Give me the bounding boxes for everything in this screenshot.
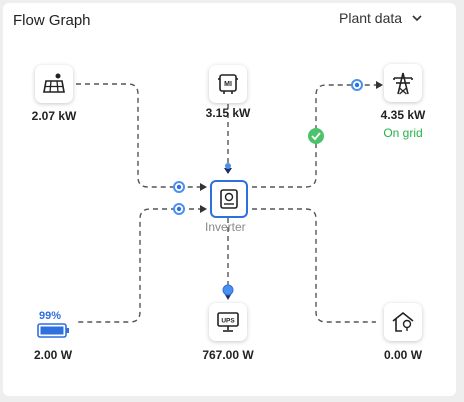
chevron-down-icon	[412, 15, 422, 22]
dropdown-label: Plant data	[339, 10, 403, 26]
page-title: Flow Graph	[13, 12, 91, 29]
check-circle-icon	[308, 128, 324, 144]
ups-node[interactable]: UPS	[209, 303, 247, 341]
grid-status: On grid	[383, 126, 423, 140]
micro-inverter-icon: MI	[218, 74, 238, 94]
grid-node[interactable]	[384, 64, 422, 102]
solar-node[interactable]	[35, 65, 73, 103]
battery-icon	[37, 323, 69, 338]
arrow-to-inverter-bottom	[200, 205, 207, 213]
grid-value: 4.35 kW	[380, 108, 426, 122]
inverter-node[interactable]	[210, 180, 248, 218]
home-value: 0.00 W	[383, 348, 423, 362]
inverter-icon	[220, 189, 238, 209]
flow-dot-ups	[222, 284, 234, 296]
home-node[interactable]	[384, 303, 422, 341]
ups-value: 767.00 W	[202, 348, 254, 362]
line-inverter-battery	[76, 208, 203, 323]
micro-inverter-node[interactable]: MI	[209, 65, 247, 103]
home-load-icon	[392, 311, 414, 332]
battery-percent: 99%	[39, 310, 62, 322]
micro-inverter-value: 3.15 kW	[205, 106, 251, 120]
arrow-to-inverter-top	[200, 183, 207, 191]
ups-icon: UPS	[217, 312, 239, 332]
flow-dot-mi	[225, 163, 231, 169]
plant-data-dropdown[interactable]: Plant data	[339, 10, 424, 26]
battery-value: 2.00 W	[33, 348, 73, 362]
svg-text:MI: MI	[224, 81, 232, 88]
line-solar-inverter	[76, 83, 203, 188]
svg-text:UPS: UPS	[221, 318, 235, 325]
solar-panel-icon	[43, 73, 65, 93]
line-inverter-home	[252, 208, 376, 323]
grid-tower-icon	[393, 72, 413, 95]
arrow-mi-down	[224, 168, 232, 174]
inverter-label: Inverter	[205, 220, 246, 234]
solar-value: 2.07 kW	[31, 109, 77, 123]
arrow-to-grid	[376, 81, 383, 89]
